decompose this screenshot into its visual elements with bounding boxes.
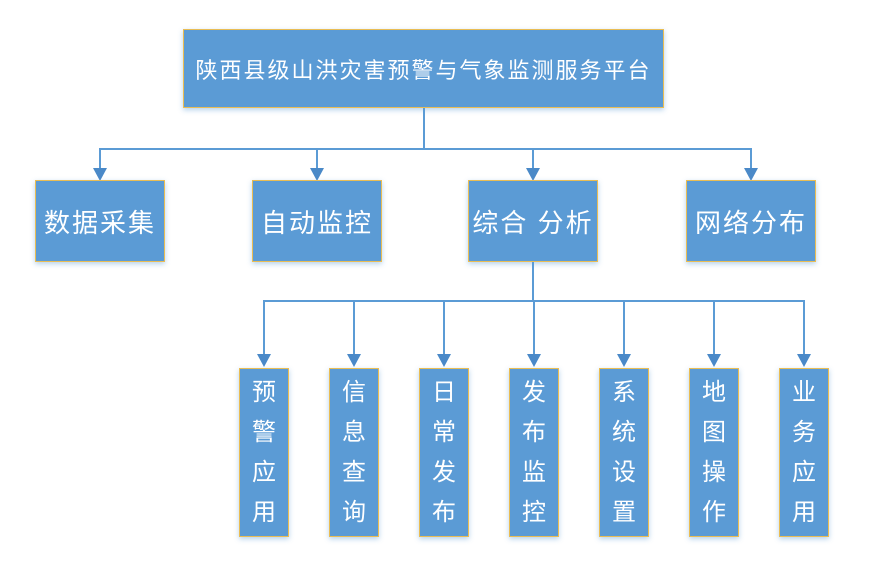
connector-level2-rail: [99, 148, 752, 150]
node-data-collection: 数据采集: [35, 180, 165, 262]
node-network-distribution: 网络分布: [686, 180, 816, 262]
connector-drop: [750, 148, 752, 169]
arrowhead-down-icon: [744, 168, 758, 181]
connector-drop: [533, 300, 535, 355]
arrowhead-down-icon: [797, 354, 811, 367]
connector-drop: [99, 148, 101, 169]
node-comprehensive-analysis: 综合 分析: [468, 180, 598, 262]
connector-drop: [443, 300, 445, 355]
connector-drop: [263, 300, 265, 355]
arrowhead-down-icon: [347, 354, 361, 367]
node-system-settings: 系统设置: [599, 368, 649, 537]
node-label: 综合 分析: [472, 207, 594, 238]
connector-drop: [532, 148, 534, 169]
node-label: 网络分布: [694, 207, 807, 238]
connector-root-stem: [423, 108, 425, 150]
node-label: 业务应用: [792, 378, 816, 526]
arrowhead-down-icon: [617, 354, 631, 367]
arrowhead-down-icon: [93, 168, 107, 181]
arrowhead-down-icon: [310, 168, 324, 181]
arrowhead-down-icon: [257, 354, 271, 367]
node-map-operations: 地图操作: [689, 368, 739, 537]
node-information-query: 信息查询: [329, 368, 379, 537]
node-label: 预警应用: [252, 378, 276, 526]
node-warning-application: 预警应用: [239, 368, 289, 537]
node-label: 陕西县级山洪灾害预警与气象监测服务平台: [195, 57, 652, 83]
arrowhead-down-icon: [707, 354, 721, 367]
node-label: 日常发布: [432, 378, 456, 526]
node-daily-release: 日常发布: [419, 368, 469, 537]
node-label: 信息查询: [342, 378, 366, 526]
connector-drop: [623, 300, 625, 355]
connector-drop: [713, 300, 715, 355]
node-auto-monitoring: 自动监控: [252, 180, 382, 262]
connector-drop: [316, 148, 318, 169]
node-release-monitoring: 发布监控: [509, 368, 559, 537]
arrowhead-down-icon: [437, 354, 451, 367]
node-label: 地图操作: [702, 378, 726, 526]
connector-analysis-stem: [532, 262, 534, 301]
node-platform-root: 陕西县级山洪灾害预警与气象监测服务平台: [183, 29, 664, 108]
arrowhead-down-icon: [526, 168, 540, 181]
node-label: 数据采集: [43, 207, 156, 238]
node-label: 发布监控: [522, 378, 546, 526]
node-business-application: 业务应用: [779, 368, 829, 537]
connector-drop: [803, 300, 805, 355]
connector-drop: [353, 300, 355, 355]
node-label: 自动监控: [260, 207, 373, 238]
node-label: 系统设置: [612, 378, 636, 526]
arrowhead-down-icon: [527, 354, 541, 367]
